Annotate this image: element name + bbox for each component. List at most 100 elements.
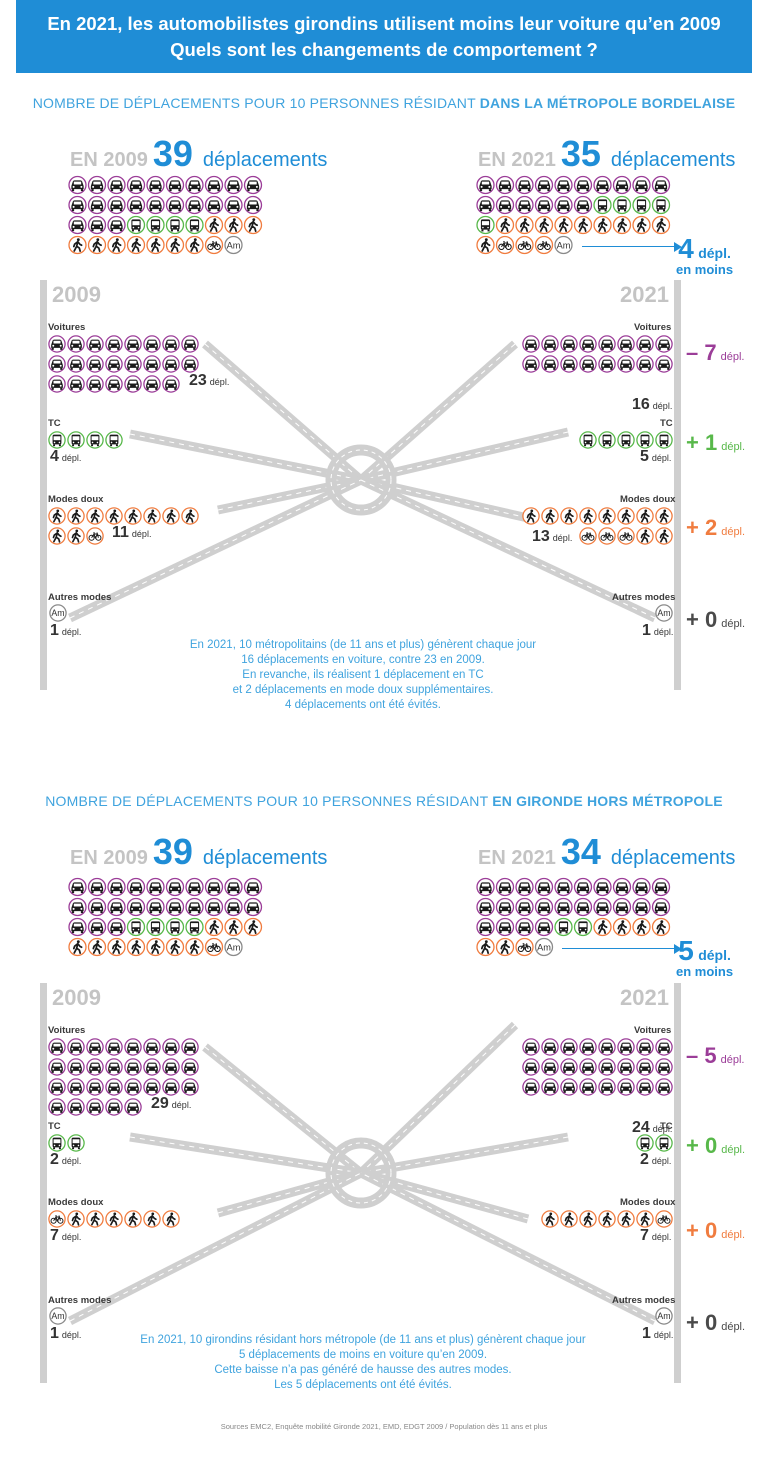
pedestrian-icon	[560, 1210, 578, 1228]
pedestrian-icon	[243, 917, 263, 937]
car-icon	[146, 175, 165, 195]
car-icon	[651, 175, 671, 195]
car-icon	[124, 1098, 142, 1116]
pedestrian-icon	[143, 507, 161, 525]
car-icon	[48, 335, 66, 353]
car-icon	[573, 175, 593, 195]
pedestrian-icon	[48, 507, 66, 525]
label-autres-modes-left: Autres modes	[48, 592, 112, 603]
left-axis-bar	[40, 280, 47, 690]
svg-text:Am: Am	[227, 942, 241, 952]
car-icon	[124, 1038, 142, 1056]
car-icon	[617, 335, 635, 353]
car-icon	[126, 195, 146, 215]
car-icon	[593, 897, 612, 917]
car-icon	[162, 1058, 180, 1076]
car-icon	[107, 215, 126, 235]
car-icon	[48, 375, 66, 393]
bus-icon	[146, 215, 165, 235]
car-icon	[126, 175, 146, 195]
car-icon	[495, 897, 515, 917]
pedestrian-icon	[636, 507, 654, 525]
car-icon	[598, 1058, 616, 1076]
car-icon	[632, 175, 651, 195]
pedestrian-icon	[67, 1210, 85, 1228]
road-marking	[204, 1046, 362, 1174]
pedestrian-icon	[67, 527, 85, 545]
pedestrian-icon	[181, 507, 199, 525]
pedestrian-icon	[107, 937, 126, 957]
bicycle-icon	[515, 235, 534, 255]
car-icon	[107, 877, 126, 897]
bus-icon	[579, 431, 597, 449]
car-icon	[224, 175, 243, 195]
car-icon	[146, 195, 165, 215]
label-tc-left: TC	[48, 1121, 61, 1132]
pedestrian-icon	[476, 937, 495, 957]
car-icon	[636, 1038, 654, 1056]
pedestrian-icon	[515, 215, 534, 235]
car-icon	[181, 1058, 199, 1076]
car-icon	[560, 1078, 578, 1096]
car-icon	[598, 335, 616, 353]
car-icon	[522, 1038, 540, 1056]
label-voitures-right: Voitures	[634, 322, 672, 333]
arrow-line	[582, 246, 678, 247]
pedestrian-icon	[143, 1210, 161, 1228]
road-marking	[129, 1136, 362, 1174]
car-icon	[105, 355, 123, 373]
car-icon	[224, 877, 243, 897]
svg-text:Am: Am	[51, 608, 64, 618]
car-icon	[165, 175, 185, 195]
car-icon	[162, 355, 180, 373]
bus-icon	[165, 917, 185, 937]
pedestrian-icon	[68, 937, 87, 957]
car-icon	[165, 195, 185, 215]
pedestrian-icon	[495, 215, 515, 235]
svg-text:Am: Am	[557, 240, 571, 250]
car-icon	[162, 375, 180, 393]
car-icon	[515, 877, 534, 897]
pedestrian-icon	[204, 215, 224, 235]
car-icon	[86, 1058, 104, 1076]
car-icon	[534, 897, 554, 917]
road-marking	[69, 1172, 362, 1322]
car-icon	[534, 917, 554, 937]
car-icon	[541, 1038, 559, 1056]
pedestrian-icon	[560, 507, 578, 525]
car-icon	[124, 335, 142, 353]
car-icon	[612, 897, 632, 917]
car-icon	[124, 355, 142, 373]
car-icon	[67, 375, 85, 393]
car-icon	[573, 897, 593, 917]
car-icon	[651, 877, 671, 897]
car-icon	[204, 877, 224, 897]
car-icon	[124, 375, 142, 393]
left-year-label: 2009	[52, 282, 101, 307]
other-modes-icon: Am	[655, 604, 673, 622]
bus-icon	[636, 431, 654, 449]
car-icon	[554, 877, 573, 897]
car-icon	[522, 355, 540, 373]
car-icon	[146, 897, 165, 917]
pedestrian-icon	[87, 235, 107, 255]
label-autres-modes-left: Autres modes	[48, 1295, 112, 1306]
pedestrian-icon	[162, 507, 180, 525]
car-icon	[598, 1078, 616, 1096]
fewer-trips-label: 4 dépl. en moins	[676, 233, 734, 277]
fewer-trips-label: 5 dépl. en moins	[676, 935, 734, 979]
car-icon	[579, 1038, 597, 1056]
car-icon	[243, 175, 263, 195]
car-icon	[522, 1058, 540, 1076]
bus-icon	[612, 195, 632, 215]
pedestrian-icon	[636, 527, 654, 545]
pedestrian-icon	[522, 507, 540, 525]
header-line-2: Quels sont les changements de comporteme…	[170, 38, 598, 60]
car-icon	[185, 195, 204, 215]
pedestrian-icon	[598, 1210, 616, 1228]
pedestrian-icon	[67, 507, 85, 525]
bus-icon	[598, 431, 616, 449]
